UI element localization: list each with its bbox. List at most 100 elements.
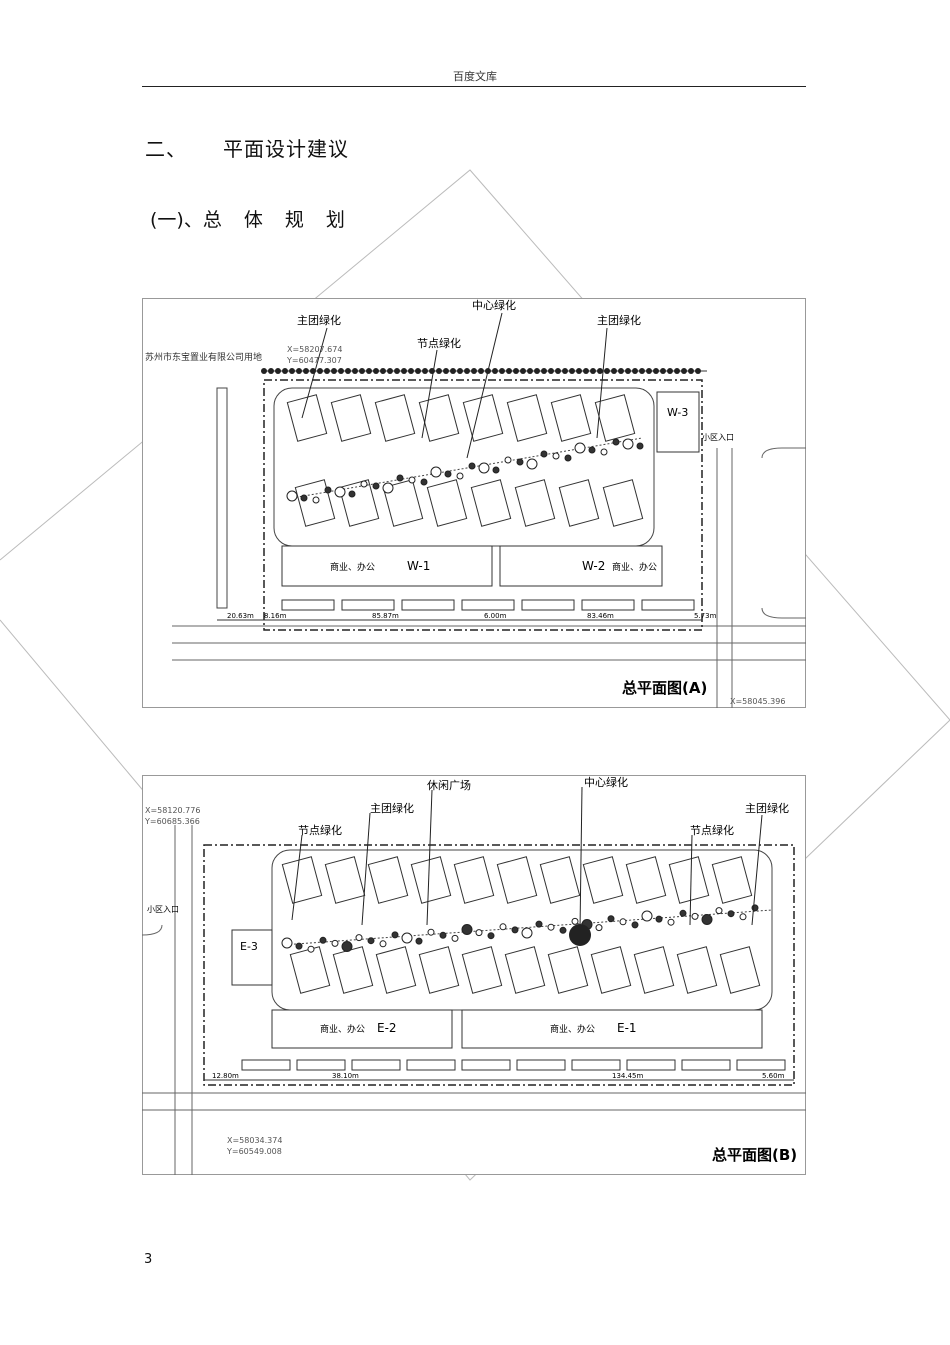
landscape-tree [401, 932, 413, 944]
tree-mark [583, 368, 589, 374]
dimension: 20.63m [227, 612, 254, 620]
landscape-tree [636, 442, 644, 450]
landscape-tree [492, 466, 500, 474]
residential-unit [590, 946, 632, 994]
label-e1: E-1 [617, 1021, 637, 1035]
tree-mark [597, 368, 603, 374]
building-e2 [271, 1009, 453, 1049]
tree-mark [359, 368, 365, 374]
landscape-tree [391, 931, 399, 939]
label-w1: W-1 [407, 559, 430, 573]
leader-lines [291, 786, 763, 931]
landscape-tree [612, 438, 620, 446]
landscape-tree [622, 438, 634, 450]
tree-mark [653, 368, 659, 374]
site-boundary [203, 844, 795, 1086]
header-rule [142, 86, 806, 87]
tree-mark [317, 368, 323, 374]
landscape-tree [547, 923, 555, 931]
landscape-tree [487, 932, 495, 940]
tree-mark [569, 368, 575, 374]
label-owner: 苏州市东宝置业有限公司用地 [145, 351, 262, 363]
site-plan-b: 休闲广场 中心绿化 主团绿化 主团绿化 节点绿化 节点绿化 X=58120.77… [142, 775, 806, 1175]
dimension: 12.80m [212, 1072, 239, 1080]
leader-lines [301, 312, 608, 459]
subsection-char: 体 [243, 209, 263, 231]
residential-unit [281, 856, 323, 904]
label-e2: E-2 [377, 1021, 397, 1035]
landscape-tree [521, 927, 533, 939]
parking-strip [626, 1059, 676, 1071]
landscape-tree [631, 921, 639, 929]
parking-strip [281, 599, 335, 611]
label-node-green: 节点绿化 [417, 336, 461, 350]
residential-unit [286, 394, 328, 442]
residential-unit [582, 856, 624, 904]
subsection-heading: (一)、总体规划 [150, 205, 345, 232]
landscape-tree [408, 476, 416, 484]
parking-strip [341, 599, 395, 611]
coord-top-y: Y=60685.366 [144, 817, 200, 826]
page-header: 百度文库 [453, 70, 497, 83]
subsection-char: 划 [325, 209, 345, 231]
tree-mark [457, 368, 463, 374]
label-main-green-left: 主团绿化 [370, 801, 414, 815]
building-e3 [231, 929, 273, 986]
residential-unit [558, 479, 600, 527]
tree-mark [555, 368, 561, 374]
dimension: 83.46m [587, 612, 614, 620]
dimension: 134.45m [612, 1072, 643, 1080]
label-main-green-right: 主团绿化 [745, 801, 789, 815]
parking-strip [241, 1059, 291, 1071]
residential-unit [374, 394, 416, 442]
label-node-green-right: 节点绿化 [690, 823, 734, 837]
label-commercial-2: 商业、办公 [612, 561, 657, 573]
parking-strip [641, 599, 695, 611]
residential-unit [668, 856, 710, 904]
label-center-green: 中心绿化 [472, 298, 516, 312]
label-e3: E-3 [240, 940, 258, 953]
landscape-tree [595, 924, 603, 932]
landscape-tree [511, 926, 519, 934]
landscape-tree [451, 934, 459, 942]
landscape-tree [691, 912, 699, 920]
road-lines [142, 825, 806, 1175]
page-number: 3 [144, 1252, 153, 1267]
landscape-tree [415, 937, 423, 945]
tree-mark [688, 368, 694, 374]
landscape-tree [439, 931, 447, 939]
parking-strip [461, 599, 515, 611]
tree-mark [562, 368, 568, 374]
landscape-tree [334, 486, 346, 498]
landscape-tree [655, 915, 663, 923]
tree-mark [660, 368, 666, 374]
tree-mark [373, 368, 379, 374]
tree-mark [422, 368, 428, 374]
residential-unit [547, 946, 589, 994]
residential-unit [625, 856, 667, 904]
label-w2: W-2 [582, 559, 605, 573]
residential-unit [324, 856, 366, 904]
label-node-green-left: 节点绿化 [298, 823, 342, 837]
residential-unit [289, 946, 331, 994]
landscape-tree [526, 458, 538, 470]
landscape-tree [360, 480, 368, 488]
tree-mark [695, 368, 701, 374]
landscape-tree [701, 914, 713, 925]
residential-unit [514, 479, 556, 527]
tree-mark [324, 368, 330, 374]
label-main-green-right: 主团绿化 [597, 313, 641, 327]
tree-mark [450, 368, 456, 374]
landscape-tree [427, 928, 435, 936]
label-commercial-1: 商业、办公 [330, 561, 375, 573]
tree-mark [380, 368, 386, 374]
residential-unit [367, 856, 409, 904]
site-plan-a-drawing: 主团绿化 节点绿化 中心绿化 主团绿化 苏州市东宝置业有限公司用地 X=5820… [142, 298, 806, 708]
tree-mark [541, 368, 547, 374]
tree-mark [394, 368, 400, 374]
tree-mark [345, 368, 351, 374]
landscape-tree [607, 915, 615, 923]
landscape-tree [281, 937, 293, 949]
landscape-tree [478, 462, 490, 474]
tree-mark [443, 368, 449, 374]
